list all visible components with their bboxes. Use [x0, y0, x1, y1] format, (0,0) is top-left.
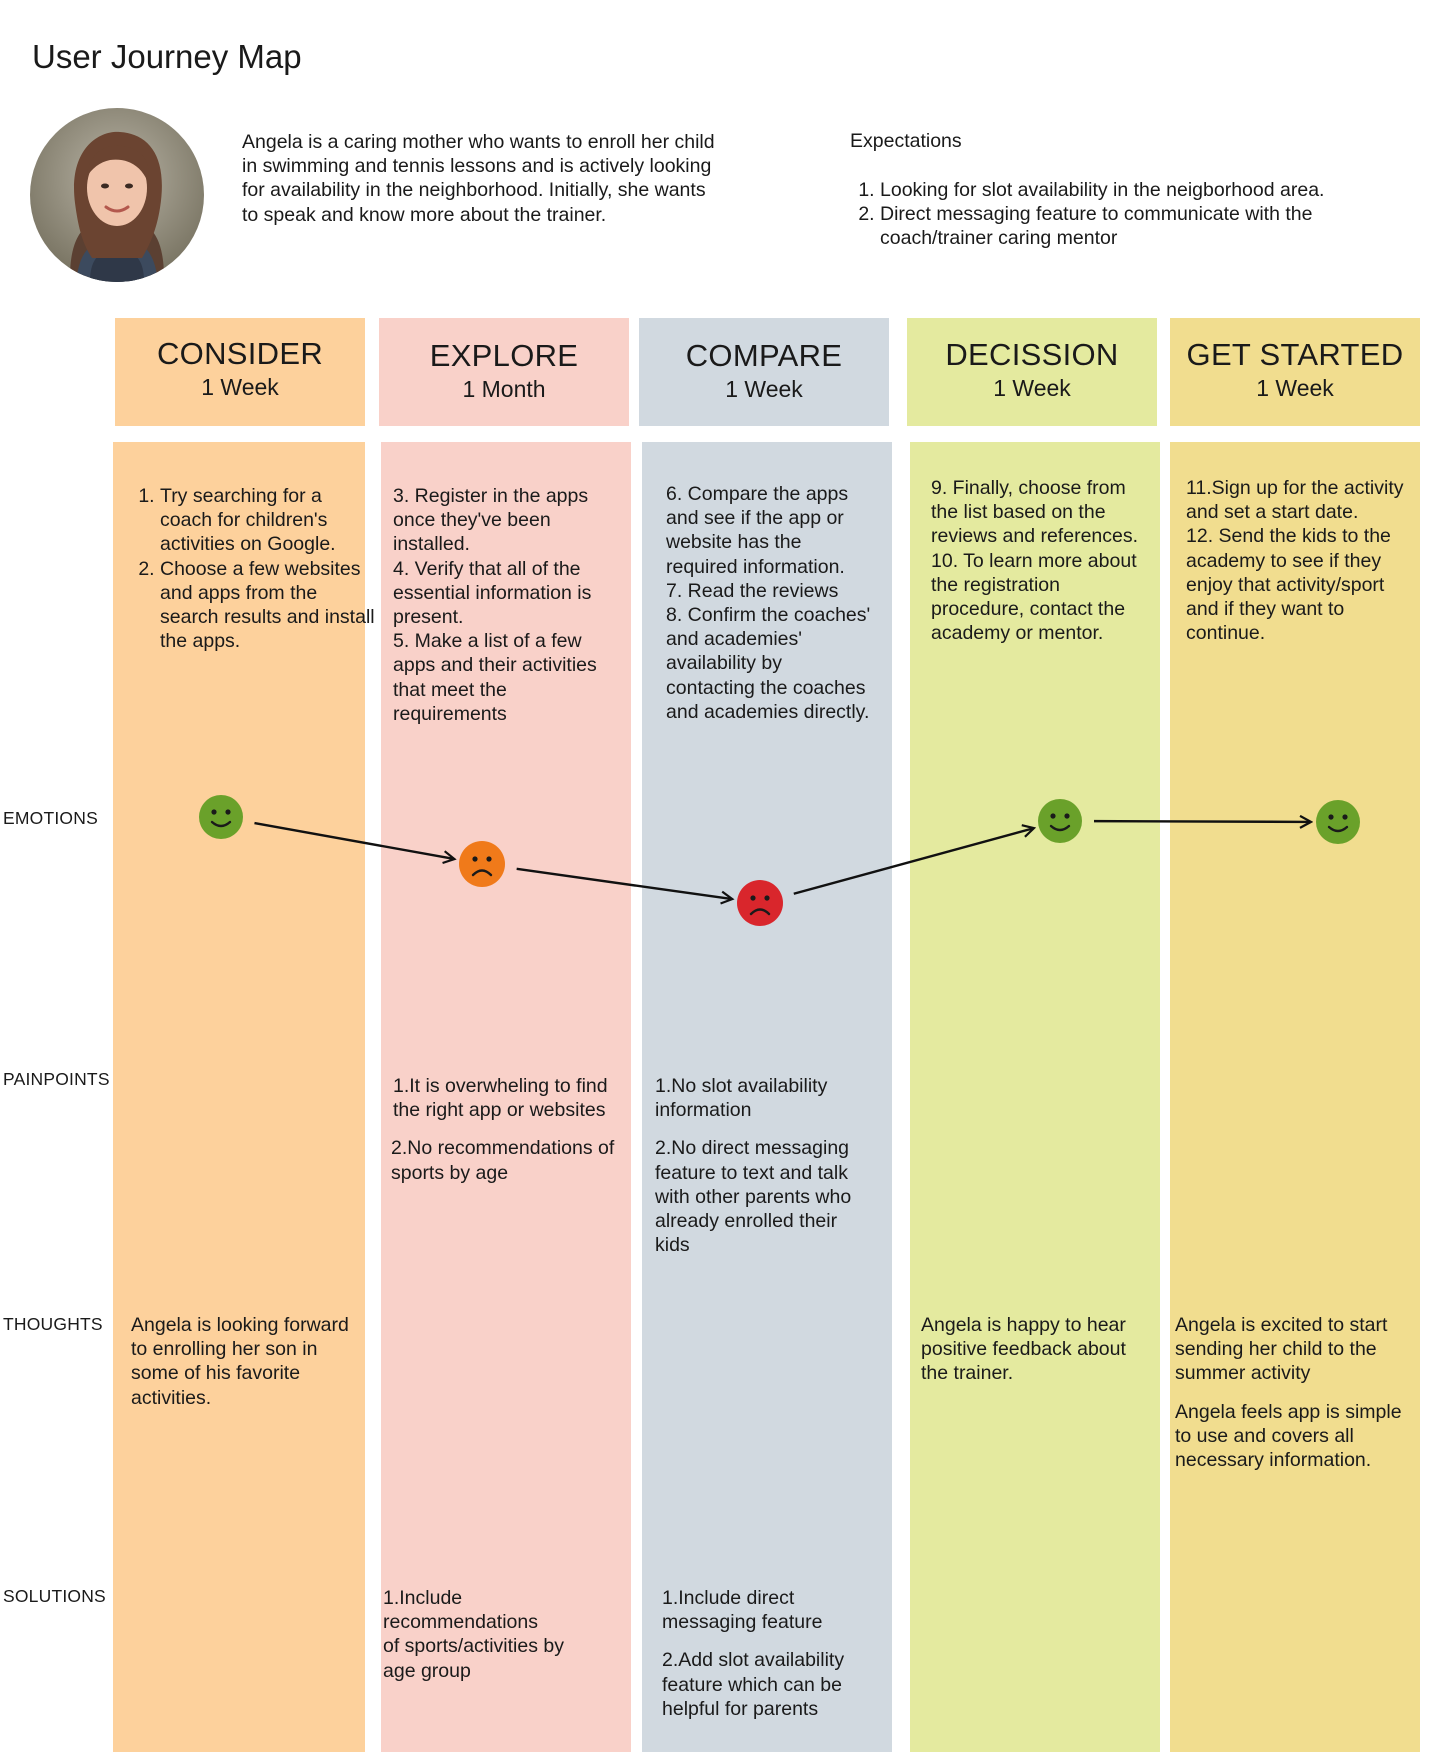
- thought-item: Angela is looking forward to enrolling h…: [131, 1314, 349, 1409]
- smiley-face-icon: [199, 795, 243, 839]
- action-item: 8. Confirm the coaches' and academies' a…: [666, 604, 871, 723]
- solutions-explore: 1.Include recommendations of sports/acti…: [383, 1586, 613, 1683]
- actions-decission: 9. Finally, choose from the list based o…: [931, 476, 1143, 645]
- thoughts-get-started: Angela is excited to start sending her c…: [1175, 1313, 1420, 1472]
- persona-avatar: [30, 108, 204, 282]
- action-item: 7. Read the reviews: [666, 579, 839, 602]
- painpoint-item: 1.It is overwheling to find: [393, 1075, 608, 1097]
- page-title: User Journey Map: [32, 38, 302, 75]
- expectations-list: Looking for slot availability in the nei…: [850, 178, 1380, 250]
- painpoint-item: kids: [655, 1234, 690, 1257]
- stage-name: CONSIDER: [156, 336, 324, 371]
- row-label-painpoints: PAINPOINTS: [3, 1069, 110, 1089]
- stage-duration: 1 Month: [462, 376, 546, 402]
- expectation-item: Looking for slot availability in the nei…: [880, 178, 1380, 202]
- stage-header-explore: EXPLORE 1 Month: [379, 318, 629, 426]
- stage-header-decission: DECISSION 1 Week: [907, 318, 1157, 426]
- stage-name: COMPARE: [685, 338, 843, 373]
- stage-duration: 1 Week: [201, 374, 279, 400]
- thought-item: Angela is happy to hear positive feedbac…: [921, 1314, 1126, 1385]
- action-item: Try searching for a coach for children's…: [160, 484, 375, 557]
- action-item: Choose a few websites and apps from the …: [160, 557, 375, 654]
- stage-duration: 1 Week: [1256, 375, 1334, 401]
- emotion-faces: [199, 795, 1360, 926]
- thoughts-consider: Angela is looking forward to enrolling h…: [131, 1313, 351, 1410]
- action-item: 10. To learn more about the registration…: [931, 549, 1137, 645]
- stage-column-get-started: [1170, 442, 1420, 1752]
- actions-explore: 3. Register in the apps once they've bee…: [393, 484, 623, 726]
- painpoint-item: 2.No direct messaging feature to text an…: [655, 1137, 852, 1233]
- emotion-arrow: [516, 867, 732, 899]
- avatar-portrait-icon: [30, 108, 204, 282]
- solution-item: recommendations: [383, 1611, 538, 1634]
- action-item: 5. Make a list of a few apps and their a…: [393, 630, 597, 725]
- painpoint-item: the right app or websites: [393, 1099, 606, 1122]
- row-label-solutions: SOLUTIONS: [3, 1586, 106, 1606]
- painpoint-item: 1.No slot availability information: [655, 1075, 828, 1122]
- row-label-thoughts: THOUGHTS: [3, 1314, 103, 1334]
- frown-face-icon: [459, 841, 505, 887]
- solution-item: 1.Include: [383, 1587, 463, 1609]
- actions-get-started: 11.Sign up for the activity and set a st…: [1186, 476, 1418, 645]
- stage-header-compare: COMPARE 1 Week: [639, 318, 889, 426]
- thoughts-decission: Angela is happy to hear positive feedbac…: [921, 1313, 1157, 1386]
- expectation-item: Direct messaging feature to communicate …: [880, 202, 1380, 250]
- action-item: 9. Finally, choose from the list based o…: [931, 477, 1139, 548]
- emotion-arrows: [254, 821, 1310, 899]
- solution-item: 1.Include direct messaging feature: [662, 1587, 823, 1634]
- thought-item: Angela is excited to start sending her c…: [1175, 1314, 1388, 1385]
- action-item: 3. Register in the apps once they've bee…: [393, 485, 589, 556]
- stage-name: DECISSION: [945, 337, 1119, 372]
- solution-item: age group: [383, 1659, 471, 1682]
- solution-item: 2.Add slot availability feature which ca…: [662, 1649, 845, 1720]
- painpoint-item: 2.No recommendations of sports by age: [391, 1137, 615, 1184]
- emotion-arrow: [1093, 821, 1310, 822]
- solutions-compare: 1.Include direct messaging feature 2.Add…: [662, 1586, 872, 1721]
- painpoints-explore: 1.It is overwheling to find the right ap…: [391, 1074, 633, 1185]
- actions-compare: 6. Compare the apps and see if the app o…: [666, 482, 876, 724]
- smiley-face-icon: [1316, 800, 1360, 844]
- emotion-arrow: [254, 821, 453, 859]
- action-item: 4. Verify that all of the essential info…: [393, 557, 592, 629]
- stage-name: GET STARTED: [1186, 337, 1404, 372]
- stage-duration: 1 Week: [993, 375, 1071, 401]
- stage-column-explore: [381, 442, 631, 1752]
- stage-column-consider: [113, 442, 365, 1752]
- painpoints-compare: 1.No slot availability information 2.No …: [655, 1074, 880, 1257]
- action-item: 11.Sign up for the activity and set a st…: [1186, 477, 1404, 524]
- persona-description: Angela is a caring mother who wants to e…: [242, 131, 715, 226]
- smiley-face-icon: [1038, 799, 1082, 843]
- emotion-arrow: [793, 828, 1033, 895]
- stage-duration: 1 Week: [725, 376, 803, 402]
- stage-column-decission: [910, 442, 1160, 1752]
- stage-header-consider: CONSIDER 1 Week: [115, 318, 365, 426]
- actions-consider: Try searching for a coach for children's…: [134, 484, 375, 653]
- frown-face-icon: [737, 880, 783, 926]
- action-item: 6. Compare the apps and see if the app o…: [666, 483, 849, 578]
- stage-header-get-started: GET STARTED 1 Week: [1170, 318, 1420, 426]
- thought-item: Angela feels app is simple to use and co…: [1175, 1400, 1402, 1472]
- stage-name: EXPLORE: [429, 338, 579, 373]
- action-item: 12. Send the kids to the academy to see …: [1186, 525, 1391, 645]
- stage-column-compare: [642, 442, 892, 1752]
- expectations-title: Expectations: [850, 130, 962, 152]
- row-label-emotions: EMOTIONS: [3, 808, 98, 828]
- solution-item: of sports/activities by: [383, 1635, 564, 1658]
